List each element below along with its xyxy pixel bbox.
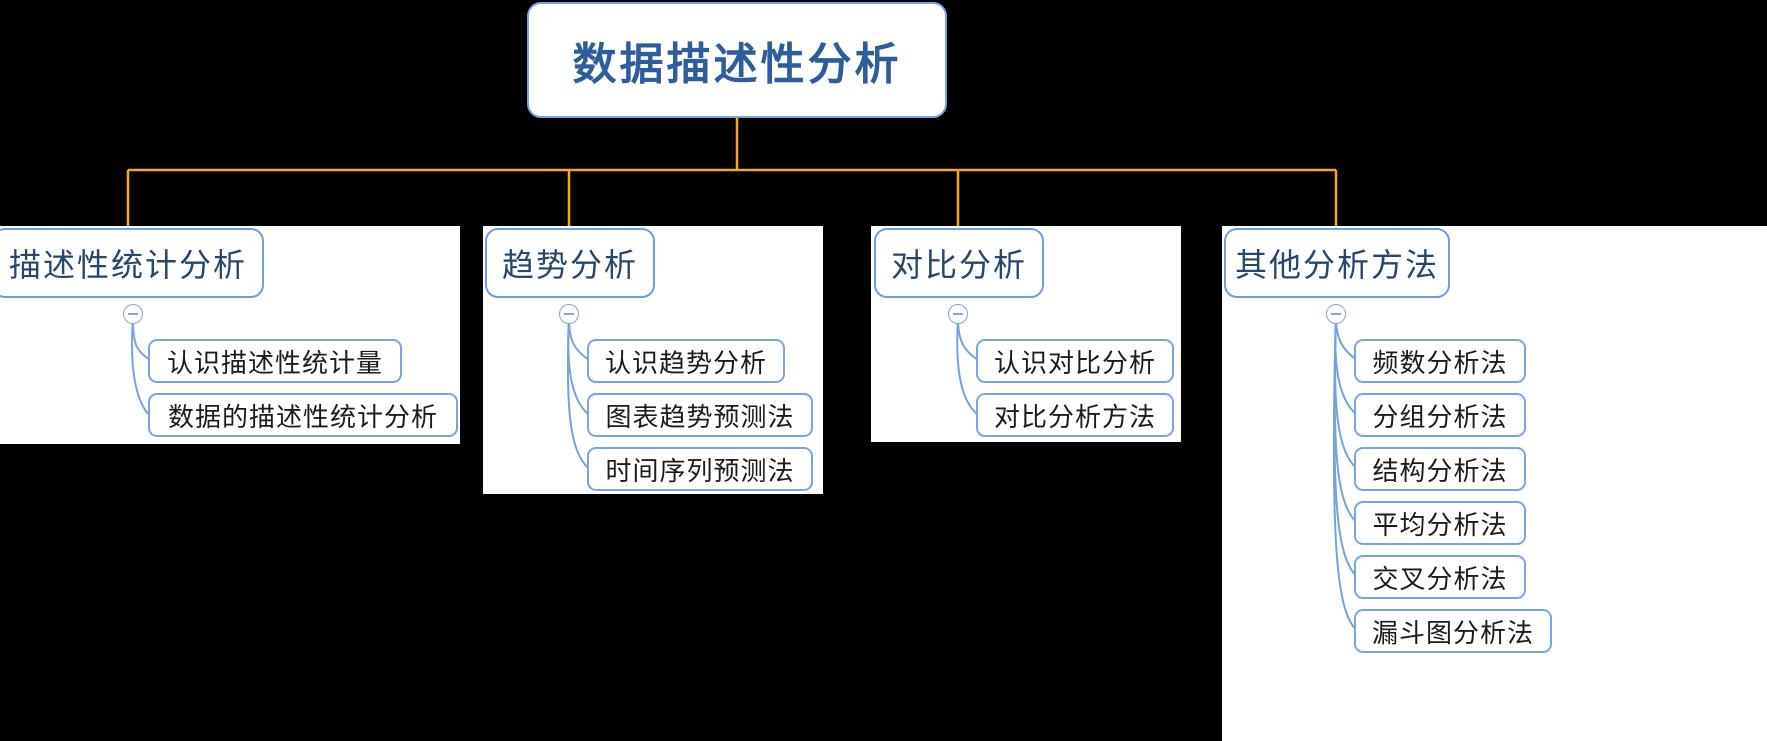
root-node-label: 数据描述性分析 [572,39,902,90]
leaf-node-label: 认识描述性统计量 [166,348,383,379]
branch-node-trend-analysis[interactable]: 趋势分析 [485,228,655,298]
leaf-node-label: 漏斗图分析法 [1371,618,1534,649]
leaf-node[interactable]: 认识对比分析 [976,339,1174,383]
leaf-node[interactable]: 对比分析方法 [976,393,1174,437]
branch-node-label: 趋势分析 [501,246,638,284]
leaf-node-label: 平均分析法 [1372,510,1508,541]
leaf-node-label: 频数分析法 [1372,348,1508,379]
branch-node-label: 描述性统计分析 [8,246,247,284]
branch-node-descriptive-statistics[interactable]: 描述性统计分析 [0,228,264,298]
leaf-node[interactable]: 认识描述性统计量 [148,339,402,383]
leaf-node[interactable]: 图表趋势预测法 [587,393,813,437]
leaf-node[interactable]: 结构分析法 [1354,447,1526,491]
branch-node-label: 对比分析 [890,246,1027,284]
leaf-node-label: 认识趋势分析 [604,348,767,379]
leaf-node[interactable]: 时间序列预测法 [587,447,813,491]
leaf-node[interactable]: 交叉分析法 [1354,555,1526,599]
collapse-toggle-icon-branch-3[interactable] [948,304,968,324]
leaf-node-label: 时间序列预测法 [605,456,795,487]
leaf-node-label: 对比分析方法 [993,402,1156,433]
leaf-node[interactable]: 漏斗图分析法 [1354,609,1552,653]
branch-node-comparative-analysis[interactable]: 对比分析 [874,228,1044,298]
collapse-toggle-icon-branch-4[interactable] [1326,304,1346,324]
leaf-node[interactable]: 频数分析法 [1354,339,1526,383]
branch-node-other-methods[interactable]: 其他分析方法 [1224,228,1450,298]
leaf-node-label: 数据的描述性统计分析 [167,402,438,433]
leaf-node-label: 交叉分析法 [1372,564,1508,595]
leaf-node[interactable]: 数据的描述性统计分析 [148,393,458,437]
branch-node-label: 其他分析方法 [1234,246,1439,284]
collapse-toggle-icon-branch-2[interactable] [559,304,579,324]
leaf-node-label: 结构分析法 [1372,456,1508,487]
leaf-node[interactable]: 认识趋势分析 [587,339,785,383]
leaf-node-label: 图表趋势预测法 [605,402,795,433]
leaf-node[interactable]: 平均分析法 [1354,501,1526,545]
root-node[interactable]: 数据描述性分析 [527,2,947,118]
leaf-node-label: 认识对比分析 [993,348,1156,379]
collapse-toggle-icon-branch-1[interactable] [123,304,143,324]
leaf-node[interactable]: 分组分析法 [1354,393,1526,437]
leaf-node-label: 分组分析法 [1372,402,1508,433]
